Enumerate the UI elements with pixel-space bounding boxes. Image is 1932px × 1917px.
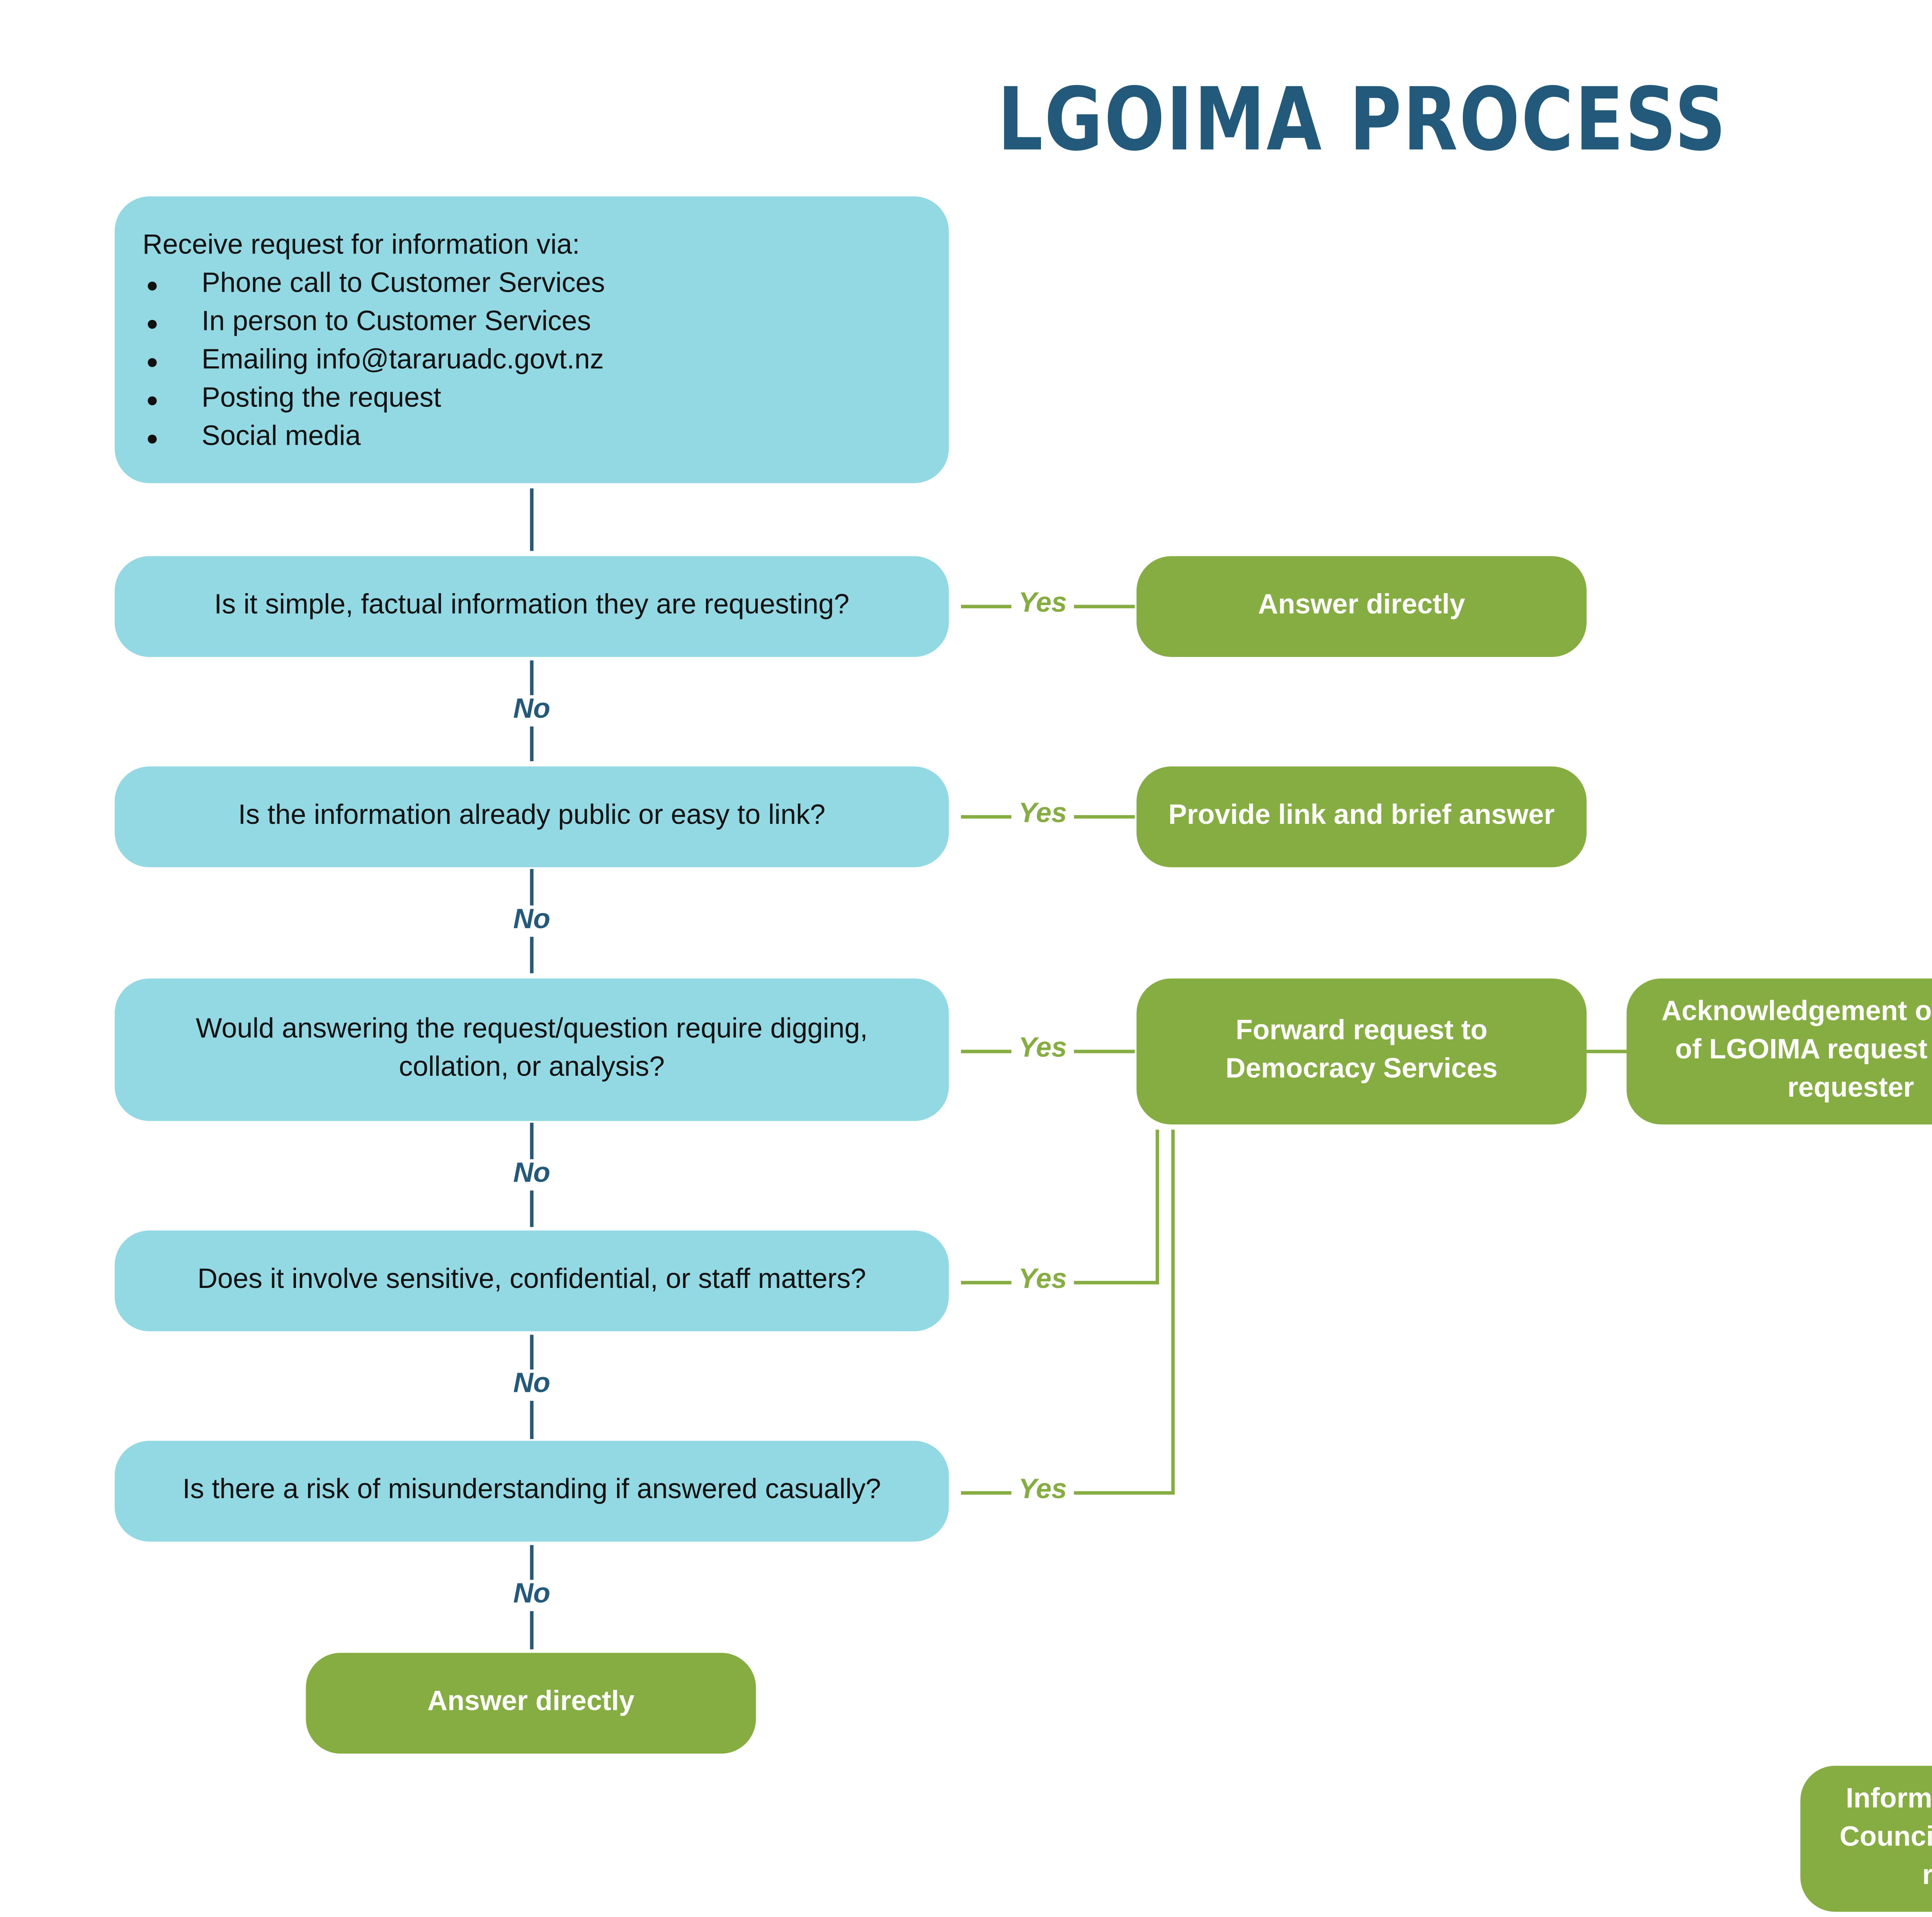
- step-publish-website: Information on request and response publ…: [1800, 1766, 1932, 1912]
- no-label-3: No: [497, 1159, 567, 1191]
- yes-label-4: Yes: [1011, 1265, 1074, 1297]
- no-label-5: No: [497, 1580, 567, 1611]
- channel-item: In person to Customer Services: [143, 304, 605, 342]
- question-3-box: Would answering the request/question req…: [114, 978, 949, 1121]
- yes-label-5: Yes: [1011, 1475, 1074, 1507]
- answer-directly-final-box: Answer directly: [306, 1653, 756, 1754]
- connector-forward-ack: [1585, 1050, 1629, 1053]
- no-label-4: No: [497, 1369, 567, 1401]
- no-label-2: No: [497, 905, 567, 937]
- yes-label-3: Yes: [1011, 1034, 1074, 1066]
- channel-item: Posting the request: [143, 381, 605, 419]
- start-heading: Receive request for information via:: [142, 231, 580, 261]
- channel-item: Social media: [143, 419, 605, 457]
- yes-connector-5-riser: [1171, 1129, 1175, 1495]
- start-box: Receive request for information via: Pho…: [114, 196, 949, 483]
- question-5-box: Is there a risk of misunderstanding if a…: [114, 1441, 949, 1542]
- answer-directly-box: Answer directly: [1136, 556, 1587, 657]
- yes-label-1: Yes: [1011, 589, 1074, 621]
- question-1-box: Is it simple, factual information they a…: [114, 556, 949, 657]
- step-acknowledgement: Acknowledgement of receipt of LGOIMA req…: [1626, 978, 1932, 1125]
- question-2-box: Is the information already public or eas…: [114, 766, 949, 867]
- connector-start-q1: [530, 488, 534, 551]
- no-label-1: No: [497, 695, 567, 727]
- channel-list: Phone call to Customer Services In perso…: [143, 266, 605, 457]
- channel-item: Phone call to Customer Services: [143, 266, 605, 304]
- question-4-box: Does it involve sensitive, confidential,…: [114, 1230, 949, 1332]
- page-title: LGOIMA PROCESS: [997, 69, 1728, 170]
- yes-label-2: Yes: [1011, 799, 1074, 831]
- yes-connector-4-riser: [1155, 1129, 1159, 1284]
- provide-link-box: Provide link and brief answer: [1136, 766, 1587, 867]
- forward-request-box: Forward request to Democracy Services: [1136, 978, 1587, 1125]
- channel-item: Emailing info@tararuadc.govt.nz: [143, 342, 605, 381]
